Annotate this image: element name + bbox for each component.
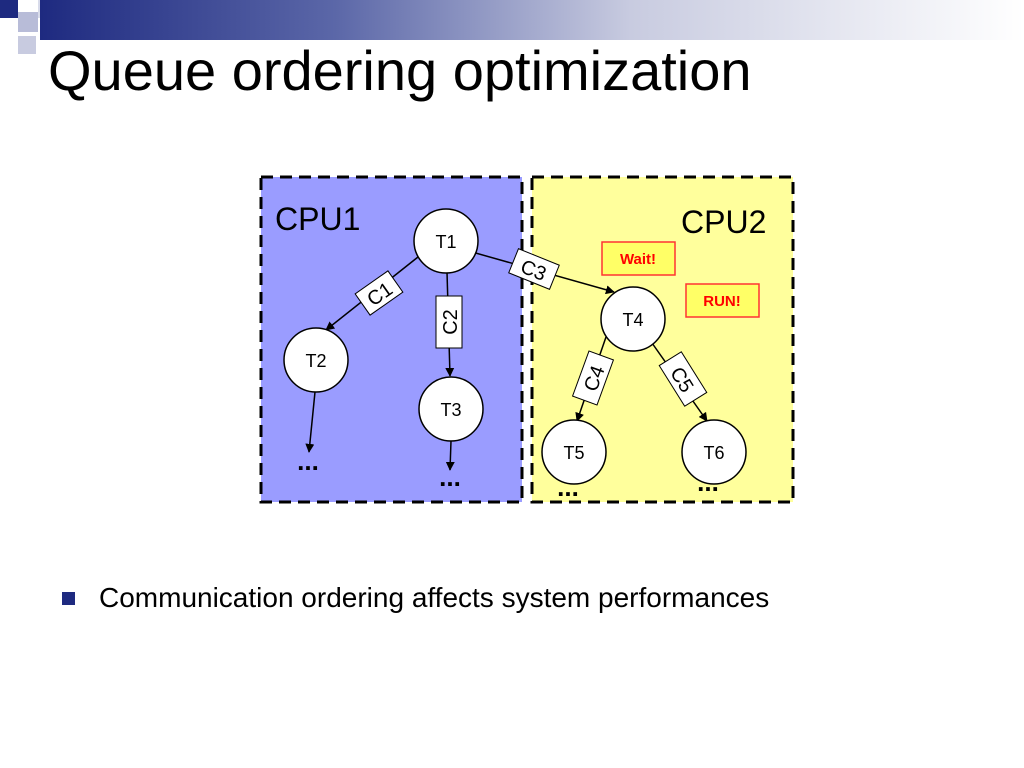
svg-text:T2: T2 — [305, 351, 326, 371]
run-status-badge: RUN! — [685, 283, 760, 318]
wait-status-badge: Wait! — [601, 241, 676, 276]
svg-text:T4: T4 — [622, 310, 643, 330]
svg-text:C2: C2 — [440, 309, 462, 335]
header-gradient-bar — [40, 0, 1024, 40]
decorative-square — [18, 36, 36, 54]
continuation-marker: ... — [439, 462, 461, 492]
edge-t2-continuation — [305, 391, 316, 453]
task-diagram: CPU1 CPU2 C1 C2 C3 C4 C5 T1 T2 T3 — [259, 175, 795, 504]
task-node-t1: T1 — [413, 208, 479, 274]
decorative-square — [0, 0, 18, 18]
svg-text:T3: T3 — [440, 400, 461, 420]
cpu1-label: CPU1 — [275, 201, 360, 237]
cpu2-label: CPU2 — [681, 204, 766, 240]
bullet-text: Communication ordering affects system pe… — [99, 582, 770, 613]
bullet-item: Communication ordering affects system pe… — [62, 582, 769, 614]
svg-text:T6: T6 — [703, 443, 724, 463]
task-node-t6: T6 — [681, 419, 747, 485]
svg-text:RUN!: RUN! — [703, 293, 741, 310]
bullet-square-icon — [62, 591, 75, 605]
svg-text:T1: T1 — [435, 232, 456, 252]
continuation-marker: ... — [697, 467, 719, 497]
slide-title: Queue ordering optimization — [48, 39, 752, 102]
task-node-t2: T2 — [283, 327, 349, 393]
continuation-marker: ... — [297, 446, 319, 476]
comm-label-c2: C2 — [435, 295, 463, 349]
continuation-marker: ... — [557, 472, 579, 502]
comm-label-c3: C3 — [508, 248, 560, 290]
task-node-t4: T4 — [600, 286, 666, 352]
task-node-t5: T5 — [541, 419, 607, 485]
decorative-square — [18, 12, 38, 32]
edge-t3-continuation — [445, 440, 455, 471]
svg-text:Wait!: Wait! — [620, 251, 656, 268]
task-node-t3: T3 — [418, 376, 484, 442]
svg-text:T5: T5 — [563, 443, 584, 463]
